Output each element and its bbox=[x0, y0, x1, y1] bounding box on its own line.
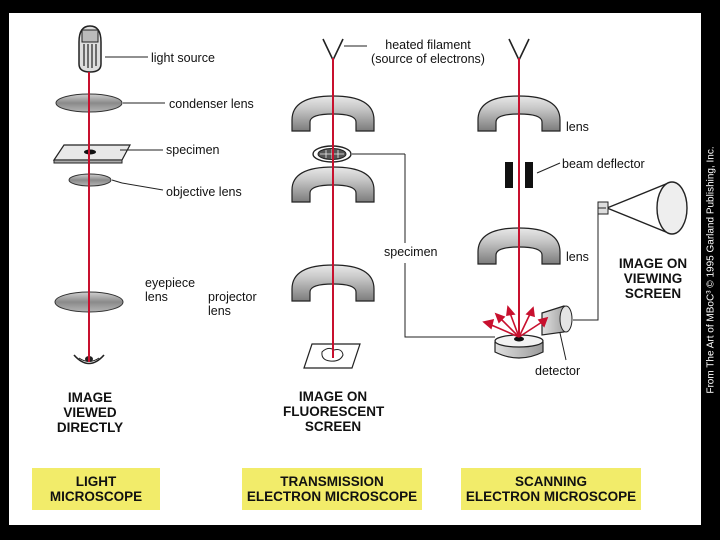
copyright-credit-text: From The Art of MBoC³ © 1995 Garland Pub… bbox=[705, 146, 717, 394]
caption-image-on-fluorescent-screen: IMAGE ON FLUORESCENT SCREEN bbox=[283, 389, 385, 434]
detector-unit bbox=[541, 305, 573, 336]
title-light-microscope: LIGHT MICROSCOPE bbox=[32, 468, 160, 510]
label-heated-filament: heated filament (source of electrons) bbox=[371, 38, 485, 66]
label-beam-deflector: beam deflector bbox=[562, 157, 645, 171]
label-light-source: light source bbox=[151, 51, 215, 65]
copyright-credit: From The Art of MBoC³ © 1995 Garland Pub… bbox=[702, 14, 720, 526]
filament-icon-sem bbox=[508, 38, 530, 62]
filament-icon bbox=[322, 38, 344, 62]
label-lens-bottom: lens bbox=[566, 250, 589, 264]
beam-deflector-plates bbox=[505, 162, 533, 188]
light-bulb-icon bbox=[78, 25, 102, 73]
caption-image-viewed-directly: IMAGE VIEWED DIRECTLY bbox=[56, 390, 124, 435]
label-specimen-light: specimen bbox=[166, 143, 220, 157]
transmission-microscope bbox=[291, 38, 406, 369]
label-objective-lens: objective lens bbox=[166, 185, 242, 199]
label-eyepiece-lens: eyepiece lens bbox=[145, 276, 196, 304]
label-projector-lens: projector lens bbox=[208, 290, 257, 318]
label-detector: detector bbox=[535, 364, 581, 378]
scattered-electrons bbox=[482, 305, 549, 338]
viewing-screen-crt bbox=[597, 181, 688, 235]
title-transmission-electron-microscope: TRANSMISSION ELECTRON MICROSCOPE bbox=[242, 468, 422, 510]
caption-image-on-viewing-screen: IMAGE ON VIEWING SCREEN bbox=[618, 256, 688, 301]
label-condenser-lens: condenser lens bbox=[169, 97, 254, 111]
label-lens-top: lens bbox=[566, 120, 589, 134]
label-specimen-tem: specimen bbox=[384, 245, 438, 259]
scanning-microscope bbox=[404, 38, 688, 361]
light-microscope bbox=[52, 25, 165, 365]
title-scanning-electron-microscope: SCANNING ELECTRON MICROSCOPE bbox=[461, 468, 641, 510]
sem-specimen-stage bbox=[494, 334, 544, 359]
specimen-slide bbox=[52, 144, 131, 164]
